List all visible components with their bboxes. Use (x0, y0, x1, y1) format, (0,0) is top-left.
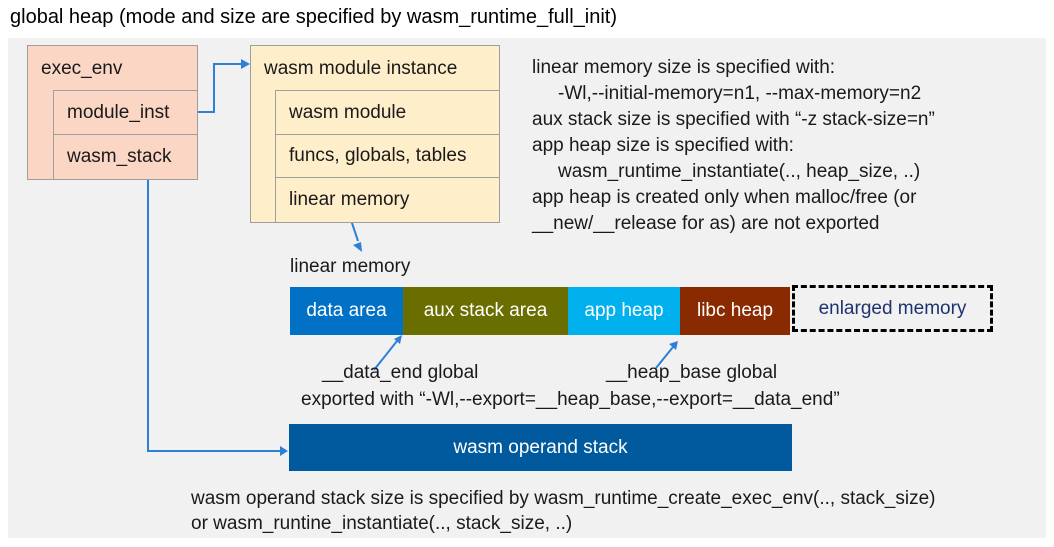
data-end-global-label: __data_end global (322, 362, 479, 383)
exec-env-field-module-inst: module_inst (53, 90, 198, 135)
linear-memory-bar: data area aux stack area app heap libc h… (290, 287, 790, 335)
diagram-title: global heap (mode and size are specified… (10, 6, 617, 28)
notes-operand-stack-size: wasm operand stack size is specified by … (191, 486, 936, 536)
note-line: or wasm_runtine_instantiate(.., stack_si… (191, 513, 573, 534)
module-instance-title: wasm module instance (264, 57, 458, 79)
segment-app-heap: app heap (568, 287, 680, 335)
note-line: -Wl,--initial-memory=n1, --max-memory=n2 (558, 83, 922, 104)
instance-field-wasm-module: wasm module (275, 90, 500, 135)
exec-env-title: exec_env (41, 57, 123, 79)
segment-aux-stack-area: aux stack area (403, 287, 568, 335)
wasm-operand-stack-bar: wasm operand stack (289, 424, 792, 471)
linear-memory-label: linear memory (290, 256, 411, 277)
segment-enlarged-memory: enlarged memory (792, 285, 993, 332)
note-line: aux stack size is specified with “-z sta… (532, 109, 935, 130)
exec-env-field-wasm-stack: wasm_stack (53, 134, 198, 180)
note-line: linear memory size is specified with: (532, 57, 836, 78)
note-line: app heap size is specified with: (532, 135, 794, 156)
note-line: wasm_runtime_instantiate(.., heap_size, … (558, 161, 921, 182)
note-line: app heap is created only when malloc/fre… (532, 187, 917, 208)
notes-memory-sizes: linear memory size is specified with: -W… (532, 55, 935, 237)
segment-data-area: data area (290, 287, 403, 335)
note-line: __new/__release for as) are not exported (532, 213, 880, 234)
instance-field-funcs-globals-tables: funcs, globals, tables (275, 134, 500, 178)
heap-base-global-label: __heap_base global (606, 362, 778, 383)
instance-field-linear-memory: linear memory (275, 177, 500, 223)
export-flags-label: exported with “-Wl,--export=__heap_base,… (301, 389, 840, 410)
note-line: wasm operand stack size is specified by … (191, 488, 936, 509)
segment-libc-heap: libc heap (680, 287, 790, 335)
